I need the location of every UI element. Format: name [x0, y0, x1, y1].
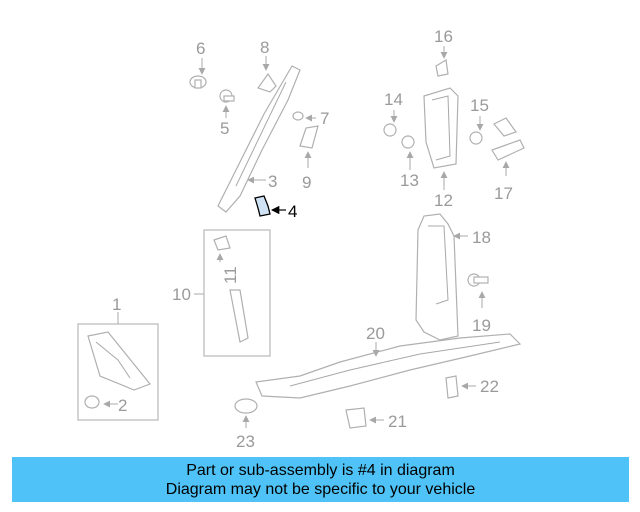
- label-1: 1: [112, 295, 121, 314]
- label-12: 12: [434, 191, 453, 210]
- info-banner: Part or sub-assembly is #4 in diagram Di…: [12, 457, 629, 502]
- part-22-clip[interactable]: [445, 375, 476, 399]
- label-22: 22: [480, 377, 499, 396]
- label-14: 14: [384, 90, 403, 109]
- part-13-screw[interactable]: [401, 135, 415, 170]
- part-1-assembly-box[interactable]: [77, 312, 159, 421]
- part-9-pad[interactable]: [299, 125, 319, 168]
- part-17-cover[interactable]: [491, 117, 525, 176]
- label-7: 7: [320, 109, 329, 128]
- label-9: 9: [302, 173, 311, 192]
- banner-line-2: Diagram may not be specific to your vehi…: [165, 480, 476, 498]
- label-21: 21: [388, 412, 407, 431]
- part-18-pillar-lower[interactable]: [415, 213, 468, 341]
- part-7-clip[interactable]: [292, 111, 316, 122]
- label-13: 13: [400, 171, 419, 190]
- label-19: 19: [472, 316, 491, 335]
- part-23-plug[interactable]: [234, 398, 258, 428]
- part-19-screw[interactable]: [467, 273, 489, 308]
- part-14-clip[interactable]: [383, 110, 398, 137]
- label-4: 4: [288, 202, 297, 221]
- label-2: 2: [118, 396, 127, 415]
- part-12-pillar-upper[interactable]: [423, 87, 459, 190]
- part-5-screw[interactable]: [219, 89, 235, 118]
- part-16-clip[interactable]: [435, 46, 449, 77]
- part-15-screw[interactable]: [469, 116, 484, 145]
- banner-line-1: Part or sub-assembly is #4 in diagram: [186, 461, 455, 479]
- label-8: 8: [260, 38, 269, 57]
- label-20: 20: [366, 324, 385, 343]
- part-8-clip[interactable]: [257, 56, 277, 93]
- label-16: 16: [434, 27, 453, 46]
- label-3: 3: [268, 172, 277, 191]
- label-18: 18: [472, 228, 491, 247]
- label-6: 6: [196, 39, 205, 58]
- label-11: 11: [221, 266, 240, 284]
- label-15: 15: [470, 96, 489, 115]
- part-4-bracket[interactable]: [254, 195, 286, 217]
- part-6-clip[interactable]: [189, 58, 207, 89]
- part-20-sill-plate[interactable]: [255, 333, 522, 399]
- label-17: 17: [494, 184, 513, 203]
- part-21-clip[interactable]: [345, 407, 384, 429]
- label-10: 10: [172, 285, 191, 304]
- part-3-pillar-trim[interactable]: [217, 65, 301, 213]
- parts-diagram: 1 2 3 4 5 6 7 8 9 10 11 12 13 14 15 16 1…: [77, 27, 525, 451]
- label-23: 23: [236, 432, 255, 451]
- part-10-assembly-box[interactable]: [194, 229, 271, 357]
- label-5: 5: [220, 119, 229, 138]
